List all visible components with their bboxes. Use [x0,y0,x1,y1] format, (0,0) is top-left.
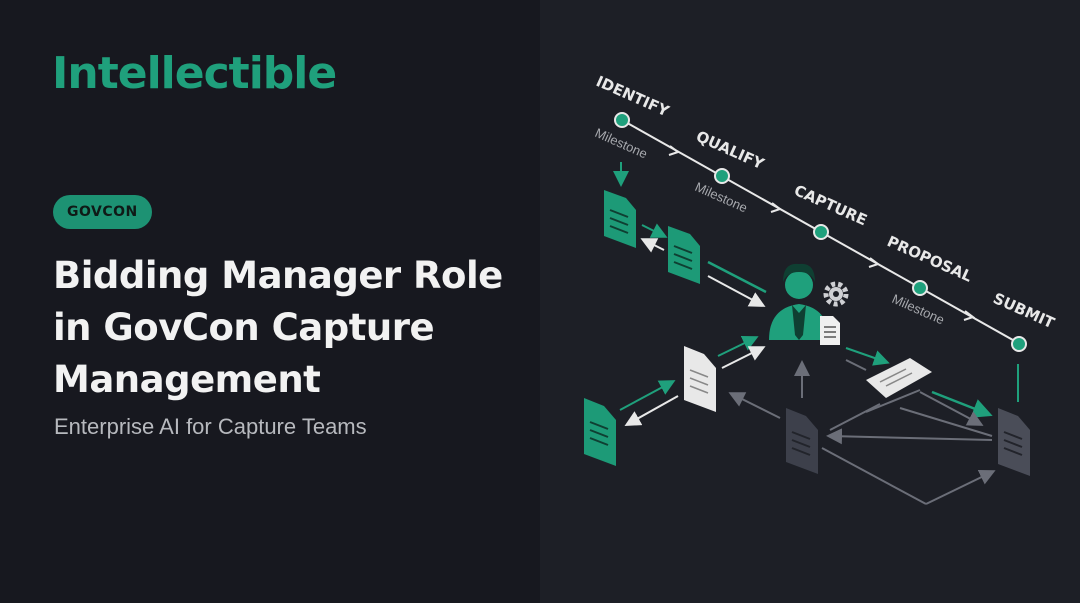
workflow-diagram: IDENTIFY Milestone QUALIFY Milestone CAP… [584,72,1058,505]
milestone-label: Milestone [693,179,750,215]
document-icon [998,408,1030,476]
step-label: IDENTIFY [593,72,672,121]
step-node [1011,336,1027,352]
title-line-1: Bidding Manager Role [53,254,503,297]
gear-icon [823,281,849,307]
document-icon [820,316,840,345]
step-node [714,168,730,184]
document-icon [786,408,818,474]
page-title: Bidding Manager Role in GovCon Capture M… [53,250,523,406]
document-icon [684,346,716,412]
document-icon [584,398,616,466]
document-icon [604,190,636,248]
right-panel [540,0,1080,603]
title-line-3: Management [53,358,321,401]
step-node [614,112,630,128]
document-icon [866,358,932,398]
step-label: PROPOSAL [884,232,975,286]
step-label: SUBMIT [990,289,1058,332]
brand-logo: Intellectible [52,48,337,99]
left-panel [0,0,540,603]
subtitle: Enterprise AI for Capture Teams [54,414,367,439]
timeline-step-submit: SUBMIT [990,289,1058,352]
category-badge: GOVCON [53,195,152,229]
timeline-step-proposal: PROPOSAL Milestone [884,232,975,327]
timeline-step-capture: CAPTURE [791,181,870,240]
step-node [813,224,829,240]
title-line-2: in GovCon Capture [53,306,435,349]
document-icon [668,226,700,284]
milestone-label: Milestone [890,291,947,327]
step-node [912,280,928,296]
manager-avatar-icon [769,263,829,340]
timeline-step-qualify: QUALIFY Milestone [693,127,768,215]
timeline-step-identify: IDENTIFY Milestone [593,72,673,161]
